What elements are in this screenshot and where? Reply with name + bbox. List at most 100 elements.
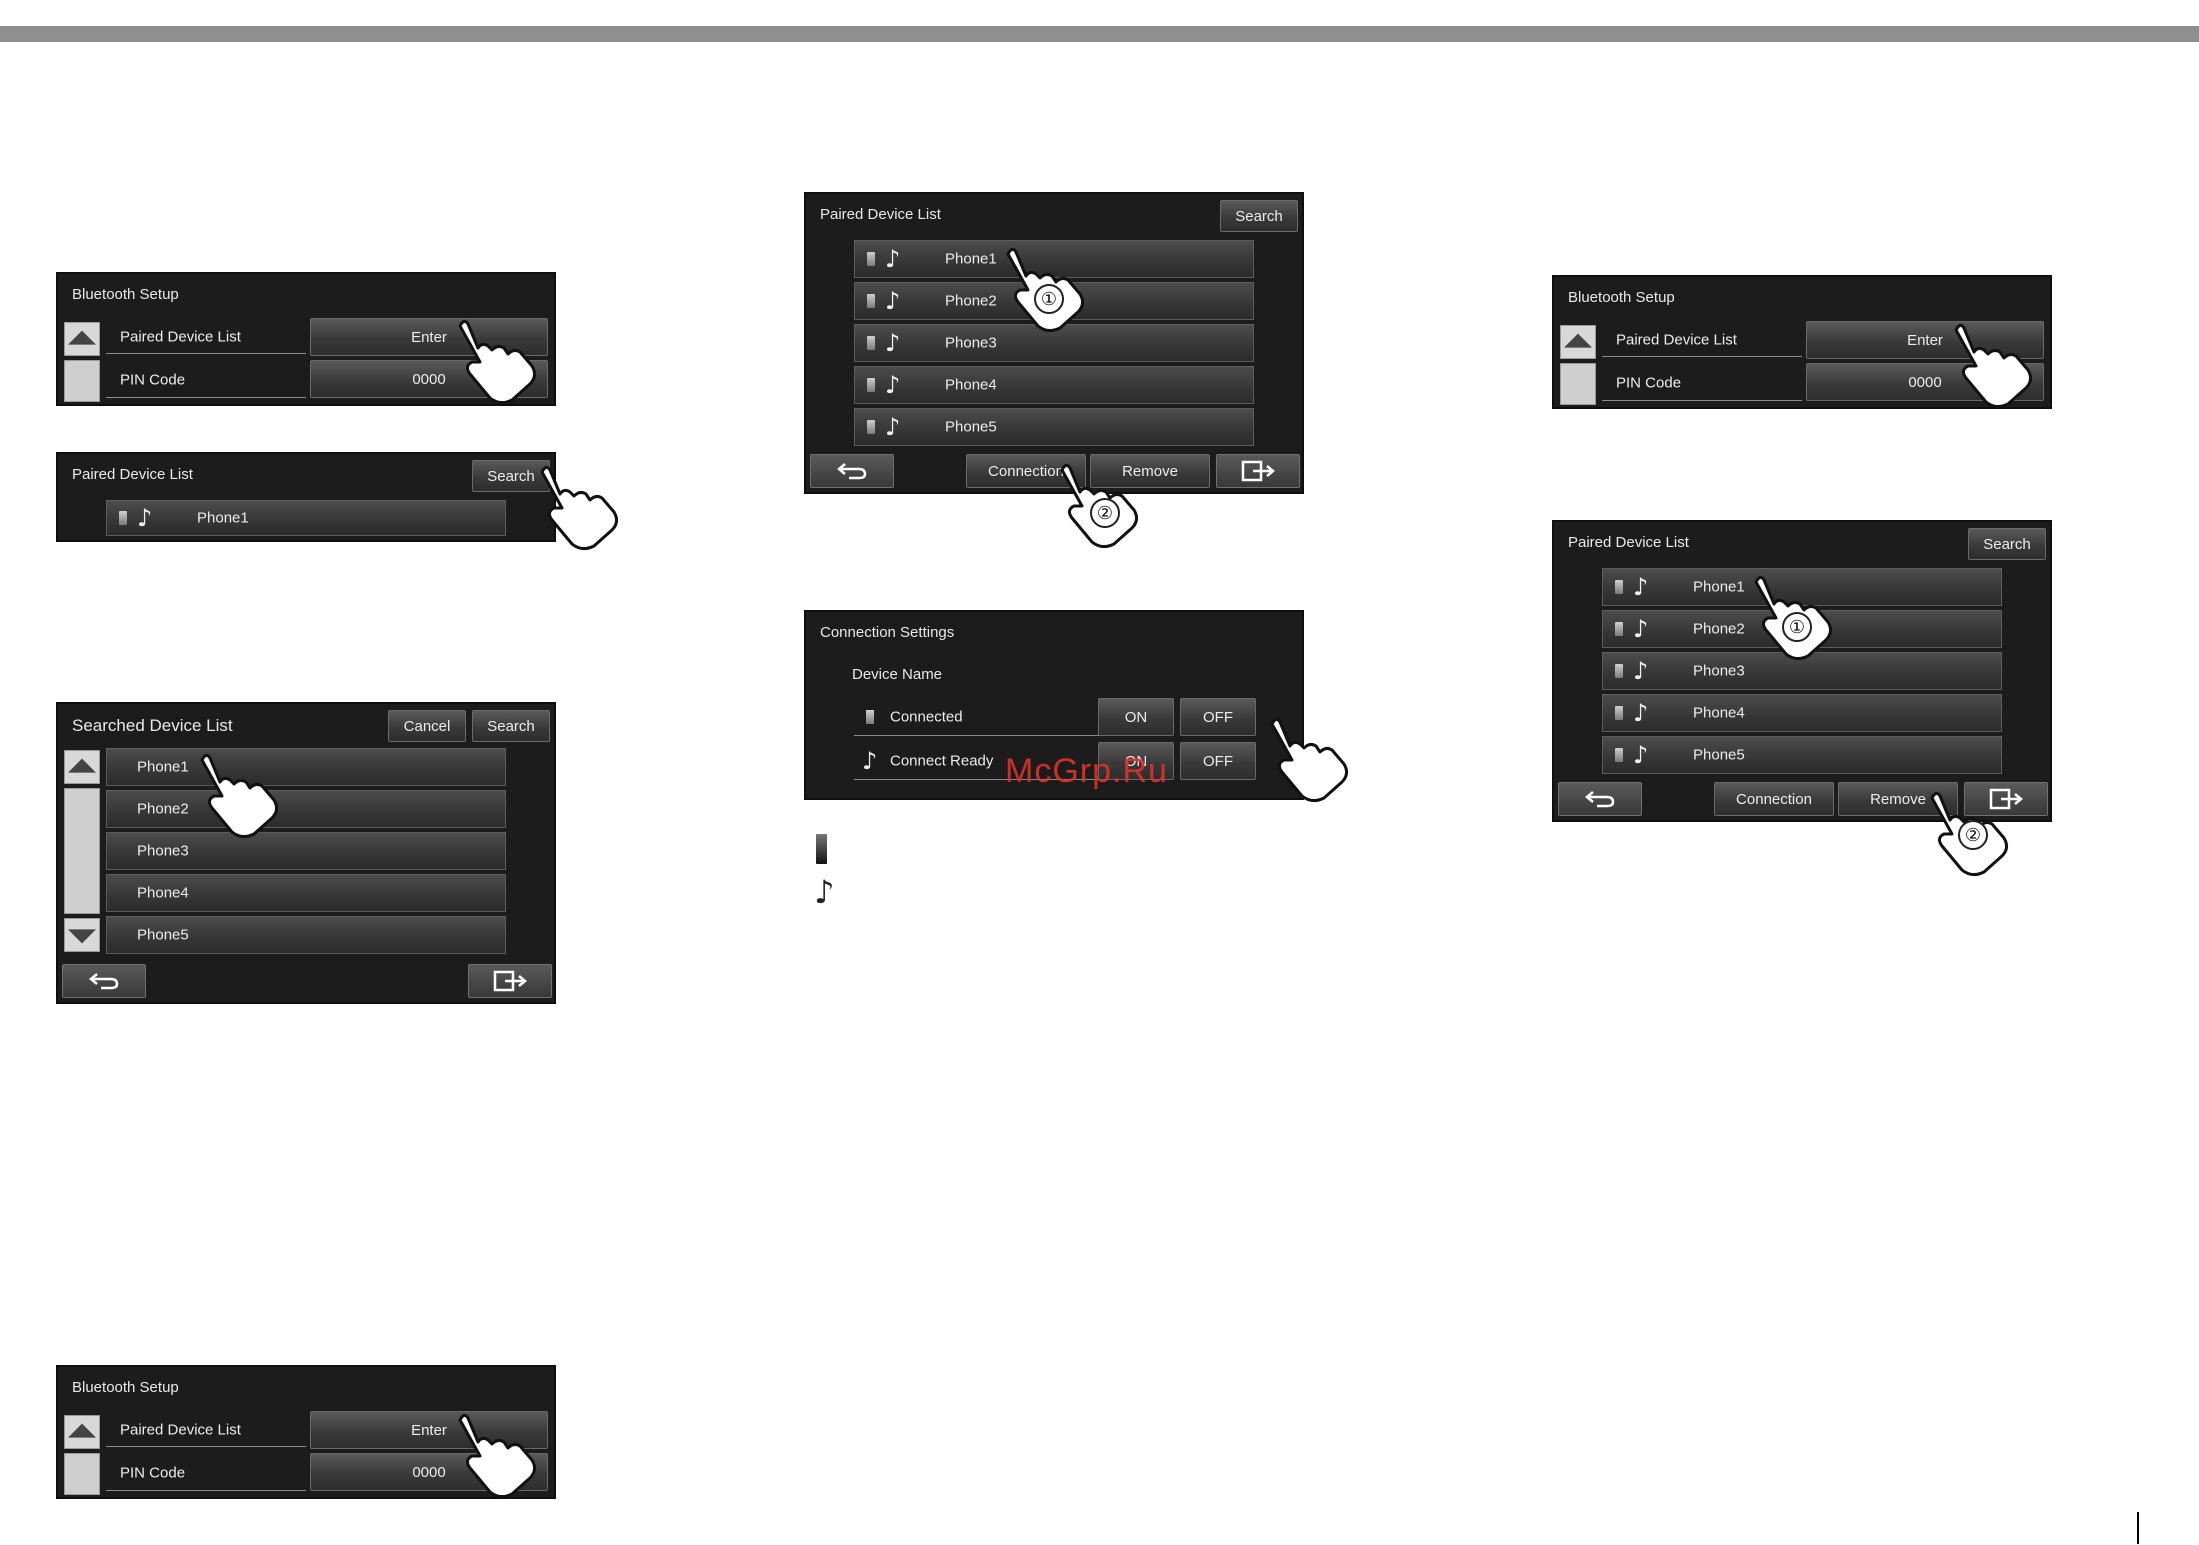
screen-title: Paired Device List bbox=[72, 466, 193, 483]
back-button[interactable] bbox=[810, 454, 894, 488]
music-note-icon: ♪ bbox=[885, 329, 901, 357]
back-arrow-icon bbox=[837, 463, 867, 480]
scroll-track[interactable] bbox=[64, 1453, 100, 1495]
remove-button[interactable]: Remove bbox=[1838, 782, 1958, 816]
back-arrow-icon bbox=[89, 973, 119, 990]
search-button[interactable]: Search bbox=[472, 460, 550, 492]
connection-settings-screen: Connection Settings Device Name Connecte… bbox=[804, 610, 1304, 800]
search-button[interactable]: Search bbox=[472, 710, 550, 742]
connect-ready-off-button[interactable]: OFF bbox=[1180, 742, 1256, 780]
back-arrow-icon bbox=[1585, 791, 1615, 808]
paired-device-list-label: Paired Device List bbox=[106, 320, 306, 354]
scroll-track[interactable] bbox=[64, 360, 100, 402]
scroll-down-button[interactable] bbox=[64, 918, 100, 952]
device-row[interactable]: ♪ Phone4 bbox=[854, 366, 1254, 404]
music-note-icon: ♪ bbox=[1633, 615, 1649, 643]
device-row[interactable]: ♪ Phone4 bbox=[1602, 694, 2002, 732]
screen-title: Connection Settings bbox=[820, 624, 955, 641]
device-row[interactable]: ♪ Phone5 bbox=[854, 408, 1254, 446]
exit-icon bbox=[1241, 460, 1275, 482]
music-note-icon: ♪ bbox=[814, 873, 835, 911]
enter-button[interactable]: Enter bbox=[310, 1411, 548, 1449]
device-row[interactable]: ♪ Phone5 bbox=[1602, 736, 2002, 774]
pointing-hand-icon bbox=[1954, 323, 2033, 409]
pin-code-label: PIN Code bbox=[106, 1455, 306, 1491]
phone-icon bbox=[1615, 706, 1623, 720]
paired-device-list-screen: Paired Device List Search ♪ Phone1 ♪ Pho… bbox=[1552, 520, 2052, 822]
pin-code-label: PIN Code bbox=[106, 362, 306, 398]
enter-button[interactable]: Enter bbox=[310, 318, 548, 356]
pointing-hand-icon bbox=[200, 753, 279, 839]
phone-icon bbox=[1615, 748, 1623, 762]
music-note-icon: ♪ bbox=[885, 371, 901, 399]
search-button[interactable]: Search bbox=[1220, 200, 1298, 232]
remove-button[interactable]: Remove bbox=[1090, 454, 1210, 488]
music-note-icon: ♪ bbox=[1633, 699, 1649, 727]
scroll-track[interactable] bbox=[1560, 363, 1596, 405]
paired-device-list-label: Paired Device List bbox=[106, 1413, 306, 1447]
screen-title: Searched Device List bbox=[72, 716, 233, 735]
screen-title: Bluetooth Setup bbox=[72, 1379, 179, 1396]
device-row[interactable]: ♪ Phone3 bbox=[1602, 652, 2002, 690]
connected-label: Connected bbox=[854, 698, 1146, 736]
device-row[interactable]: Phone5 bbox=[106, 916, 506, 954]
phone-icon bbox=[867, 294, 875, 308]
searched-device-list-screen: Searched Device List Cancel Search Phone… bbox=[56, 702, 556, 1004]
phone-icon bbox=[816, 834, 827, 864]
device-name: Phone1 bbox=[197, 509, 249, 527]
scroll-up-button[interactable] bbox=[1560, 325, 1596, 359]
exit-button[interactable] bbox=[468, 964, 552, 998]
phone-icon bbox=[867, 378, 875, 392]
exit-button[interactable] bbox=[1964, 782, 2048, 816]
device-row[interactable]: Phone4 bbox=[106, 874, 506, 912]
connected-on-button[interactable]: ON bbox=[1098, 698, 1174, 736]
phone-icon bbox=[1615, 622, 1623, 636]
device-row[interactable]: ♪ Phone1 bbox=[854, 240, 1254, 278]
page-divider bbox=[2137, 1512, 2139, 1544]
screen-title: Paired Device List bbox=[1568, 534, 1689, 551]
connect-ready-label: ♪ Connect Ready bbox=[854, 742, 1146, 780]
music-note-icon: ♪ bbox=[1633, 573, 1649, 601]
paired-device-list-screen: Paired Device List Search ♪ Phone1 ♪ Pho… bbox=[804, 192, 1304, 494]
pointing-hand-icon bbox=[458, 319, 537, 405]
search-button[interactable]: Search bbox=[1968, 528, 2046, 560]
device-row[interactable]: Phone2 bbox=[106, 790, 506, 828]
scroll-up-button[interactable] bbox=[64, 750, 100, 784]
music-note-icon: ♪ bbox=[862, 746, 878, 775]
scroll-up-button[interactable] bbox=[64, 322, 100, 356]
connection-button[interactable]: Connection bbox=[1714, 782, 1834, 816]
step-two-marker: ② bbox=[1958, 820, 1988, 850]
device-row[interactable]: Phone1 bbox=[106, 748, 506, 786]
step-one-marker: ① bbox=[1034, 284, 1064, 314]
scroll-up-button[interactable] bbox=[64, 1415, 100, 1449]
pin-code-label: PIN Code bbox=[1602, 365, 1802, 401]
exit-icon bbox=[1989, 788, 2023, 810]
cancel-button[interactable]: Cancel bbox=[388, 710, 466, 742]
music-note-icon: ♪ bbox=[885, 287, 901, 315]
pointing-hand-icon bbox=[540, 465, 619, 551]
header-band bbox=[0, 26, 2199, 42]
exit-button[interactable] bbox=[1216, 454, 1300, 488]
device-row[interactable]: ♪ Phone1 bbox=[1602, 568, 2002, 606]
screen-title: Bluetooth Setup bbox=[72, 286, 179, 303]
back-button[interactable] bbox=[62, 964, 146, 998]
music-note-icon: ♪ bbox=[137, 504, 153, 532]
music-note-icon: ♪ bbox=[1633, 741, 1649, 769]
back-button[interactable] bbox=[1558, 782, 1642, 816]
device-row[interactable]: Phone3 bbox=[106, 832, 506, 870]
phone-icon bbox=[867, 252, 875, 266]
paired-device-list-screen: Paired Device List Search ♪ Phone1 bbox=[56, 452, 556, 542]
phone-icon bbox=[1615, 664, 1623, 678]
section-title: BLUETOOTH bbox=[0, 0, 366, 33]
device-row[interactable]: ♪ Phone1 bbox=[106, 500, 506, 536]
connect-ready-on-button[interactable]: ON bbox=[1098, 742, 1174, 780]
connected-off-button[interactable]: OFF bbox=[1180, 698, 1256, 736]
screen-title: Paired Device List bbox=[820, 206, 941, 223]
phone-icon bbox=[867, 336, 875, 350]
enter-button[interactable]: Enter bbox=[1806, 321, 2044, 359]
phone-icon bbox=[866, 709, 874, 724]
watermark: McGrp.Ru bbox=[1005, 752, 1168, 790]
exit-icon bbox=[493, 970, 527, 992]
screen-title: Bluetooth Setup bbox=[1568, 289, 1675, 306]
scroll-track[interactable] bbox=[64, 788, 100, 914]
